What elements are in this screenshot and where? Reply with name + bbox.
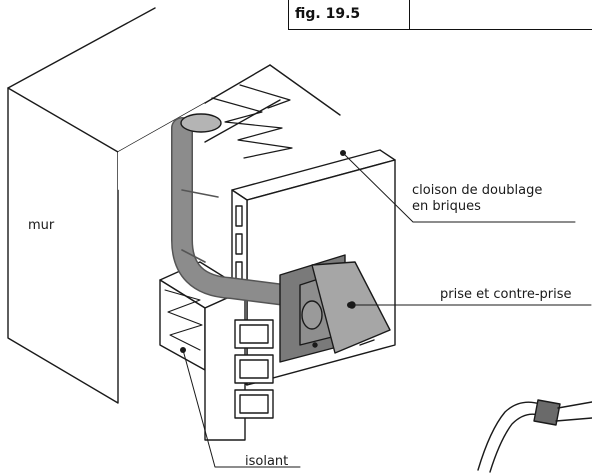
figure-number-box: fig. 19.5 [288,0,592,30]
label-cloison-line2: en briques [412,199,481,214]
wall-block [7,7,206,404]
leader-lines [180,150,592,468]
label-mur: mur [28,218,55,233]
figure-number: fig. 19.5 [295,6,361,22]
socket-assembly [279,254,391,363]
figure-box-divider [409,0,410,29]
label-isolant: isolant [245,454,289,469]
conduit-pipe [171,113,296,306]
label-cloison-line1: cloison de doublage [412,183,543,198]
power-cable [477,399,592,473]
label-prise: prise et contre-prise [440,287,572,302]
